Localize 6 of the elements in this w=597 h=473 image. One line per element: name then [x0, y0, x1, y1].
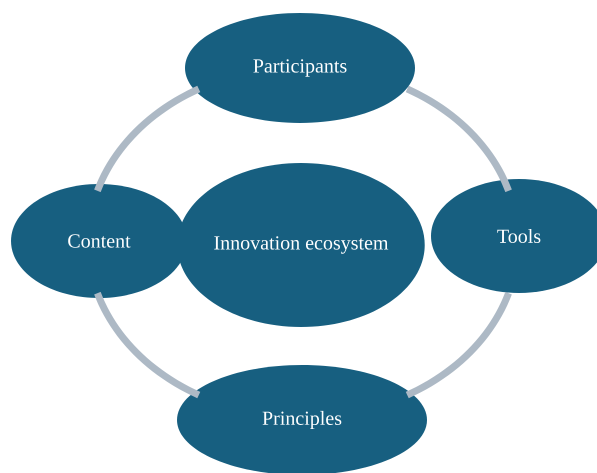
ring-arc [94, 292, 200, 398]
ellipse-node: Content [11, 184, 187, 298]
ellipse-node: Participants [185, 13, 415, 123]
ring-arc [406, 292, 512, 398]
ring-arc [94, 86, 200, 192]
ring-arc [406, 86, 512, 192]
